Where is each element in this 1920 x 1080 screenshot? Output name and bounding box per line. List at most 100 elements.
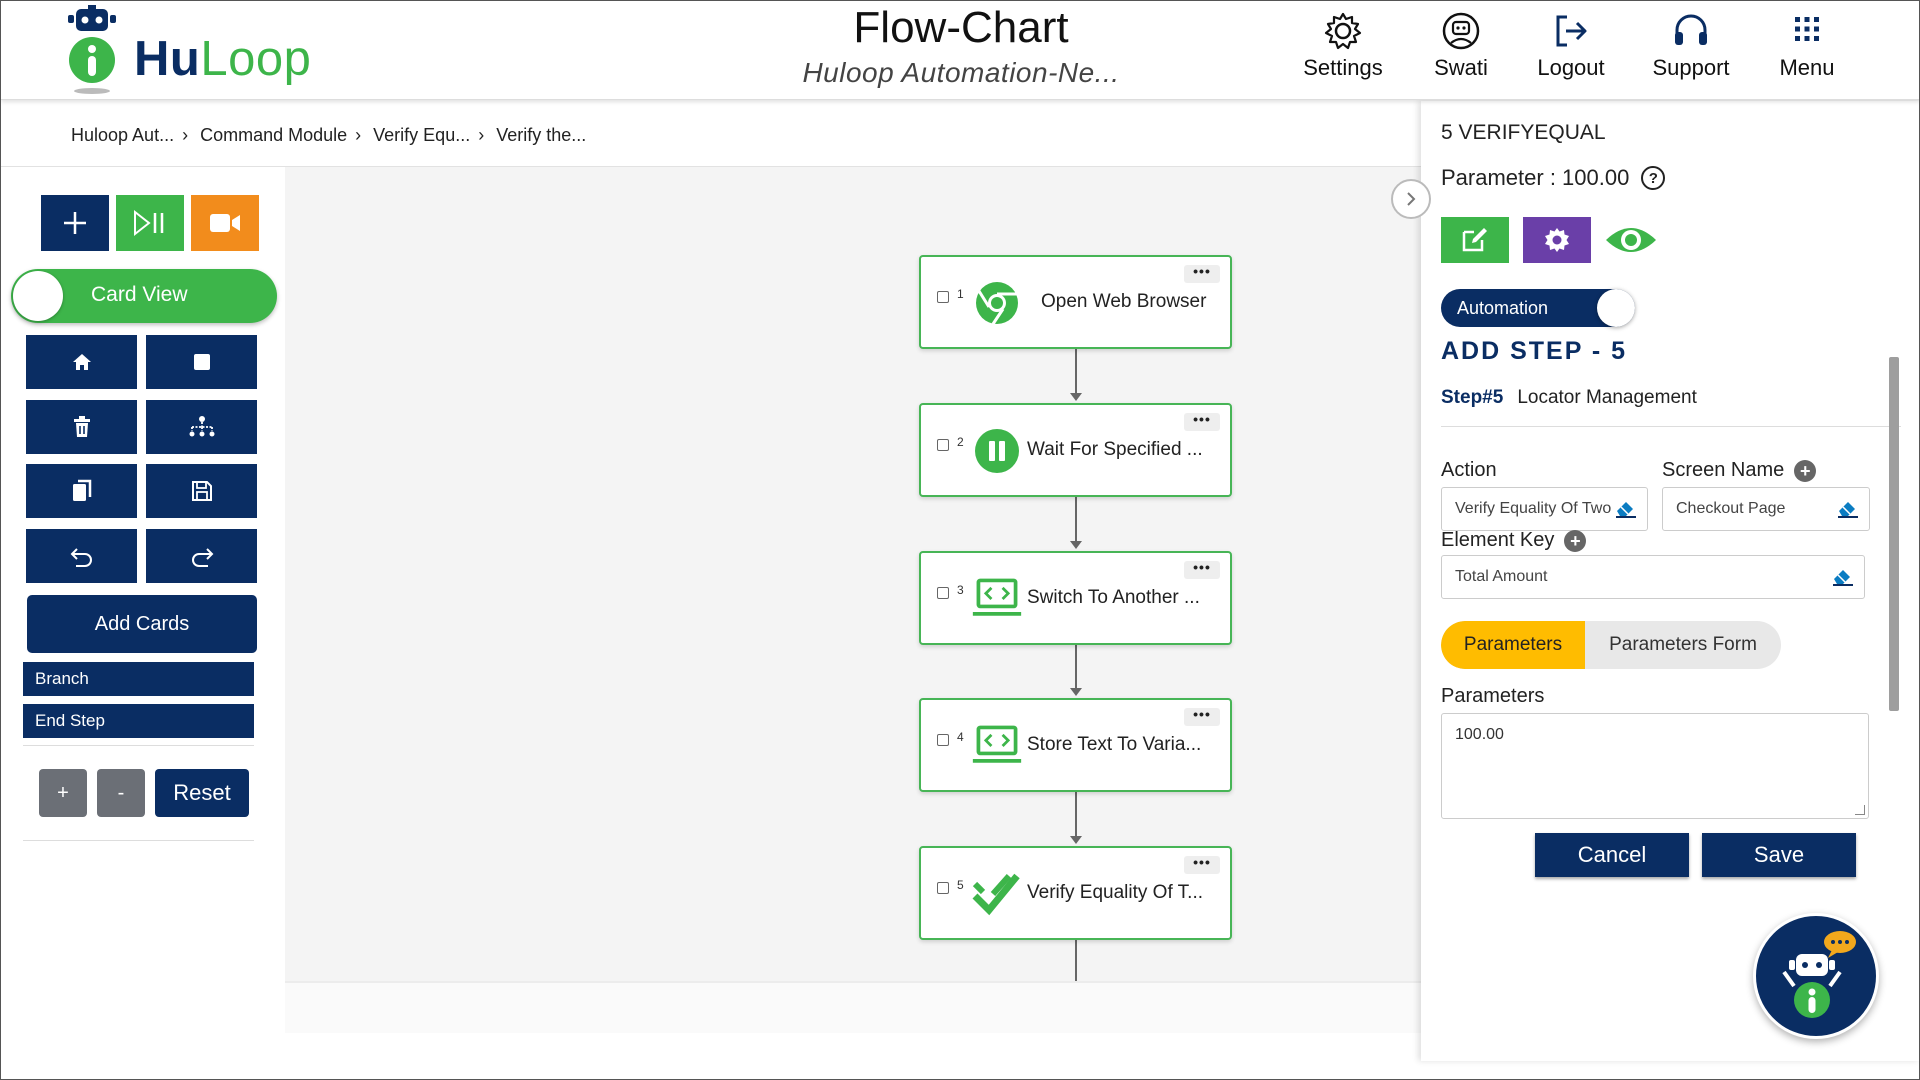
settings-button[interactable] xyxy=(1523,217,1591,263)
action-field[interactable]: Verify Equality Of Two xyxy=(1441,487,1648,531)
page-title: Flow-Chart xyxy=(853,3,1069,52)
step-label: Store Text To Varia... xyxy=(1027,734,1202,755)
breadcrumb-item[interactable]: Verify Equ... xyxy=(373,125,471,145)
home-icon xyxy=(72,354,91,370)
cancel-button[interactable]: Cancel xyxy=(1535,833,1689,877)
nav-menu[interactable]: Menu xyxy=(1757,9,1857,91)
toggle-knob xyxy=(1597,289,1635,327)
step-card-2[interactable]: 2 Wait For Specified ... ••• xyxy=(919,403,1232,497)
zoom-in-button[interactable]: + xyxy=(39,769,87,817)
card-view-label: Card View xyxy=(91,283,188,306)
step-checkbox[interactable] xyxy=(937,882,949,894)
undo-icon xyxy=(70,548,92,567)
automation-toggle[interactable]: Automation xyxy=(1441,289,1635,327)
nav-support[interactable]: Support xyxy=(1641,9,1741,91)
breadcrumb-item[interactable]: Huloop Aut... xyxy=(71,125,175,145)
stop-button[interactable] xyxy=(146,335,257,389)
tab-parameters[interactable]: Parameters xyxy=(1441,621,1585,669)
parameters-label: Parameters xyxy=(1441,685,1545,707)
step-options-button[interactable]: ••• xyxy=(1184,855,1220,874)
nav-settings[interactable]: Settings xyxy=(1293,9,1393,91)
divider xyxy=(1,166,1421,167)
flow-canvas[interactable] xyxy=(285,167,1421,981)
huloop-logo[interactable]: HuLoop xyxy=(56,5,316,97)
run-pause-button[interactable] xyxy=(116,195,184,251)
step-card-4[interactable]: 4 Store Text To Varia... ••• xyxy=(919,698,1232,792)
step-checkbox[interactable] xyxy=(937,439,949,451)
end-step-button[interactable]: End Step xyxy=(23,704,254,738)
parameters-textarea[interactable]: 100.00 xyxy=(1441,713,1869,819)
connector-line xyxy=(1075,349,1077,395)
panel-scrollbar[interactable] xyxy=(1889,357,1899,711)
connector-arrow xyxy=(1070,836,1082,844)
edit-button[interactable] xyxy=(1441,217,1509,263)
zoom-out-button[interactable]: - xyxy=(97,769,145,817)
step-number: 5 xyxy=(957,878,964,892)
nav-logout[interactable]: Logout xyxy=(1521,9,1621,91)
eraser-icon[interactable] xyxy=(1615,498,1637,518)
step-options-button[interactable]: ••• xyxy=(1184,560,1220,579)
help-icon[interactable]: ? xyxy=(1641,166,1666,190)
eye-icon xyxy=(1606,228,1656,252)
add-element-icon[interactable]: + xyxy=(1564,529,1587,552)
nav-logout-label: Logout xyxy=(1537,55,1605,80)
redo-button[interactable] xyxy=(146,529,257,583)
chrome-icon xyxy=(971,277,1023,329)
step-number: 3 xyxy=(957,583,964,597)
step-options-button[interactable]: ••• xyxy=(1184,264,1220,283)
auto-arrange-button[interactable] xyxy=(146,400,257,454)
play-pause-icon xyxy=(134,209,164,237)
parameter-label: Parameter : 100.00 xyxy=(1441,165,1630,190)
chevron-right-icon: › xyxy=(478,125,485,145)
step-checkbox[interactable] xyxy=(937,587,949,599)
tab-parameters-form[interactable]: Parameters Form xyxy=(1609,634,1757,655)
save-flow-button[interactable] xyxy=(146,464,257,518)
connector-line xyxy=(1075,497,1077,543)
breadcrumb-item[interactable]: Command Module xyxy=(200,125,348,145)
collapse-panel-button[interactable] xyxy=(1391,179,1431,219)
element-key-field[interactable]: Total Amount xyxy=(1441,555,1865,599)
branch-button[interactable]: Branch xyxy=(23,662,254,696)
step-checkbox[interactable] xyxy=(937,734,949,746)
copy-button[interactable] xyxy=(26,464,137,518)
record-button[interactable] xyxy=(191,195,259,251)
reset-button[interactable]: Reset xyxy=(155,769,249,817)
double-check-icon xyxy=(971,868,1023,920)
breadcrumb-item[interactable]: Verify the... xyxy=(496,125,587,145)
chevron-right-icon: › xyxy=(182,125,189,145)
step-options-button[interactable]: ••• xyxy=(1184,412,1220,431)
delete-button[interactable] xyxy=(26,400,137,454)
eraser-icon[interactable] xyxy=(1832,566,1854,586)
screen-name-field[interactable]: Checkout Page xyxy=(1662,487,1870,531)
home-button[interactable] xyxy=(26,335,137,389)
add-screen-icon[interactable]: + xyxy=(1794,459,1817,482)
step-options-button[interactable]: ••• xyxy=(1184,707,1220,726)
nav-user[interactable]: Swati xyxy=(1411,9,1511,91)
step-checkbox[interactable] xyxy=(937,291,949,303)
action-label: Action xyxy=(1441,459,1497,481)
user-robot-icon xyxy=(1411,9,1511,55)
step-card-1[interactable]: 1 Open Web Browser ••• xyxy=(919,255,1232,349)
save-button[interactable]: Save xyxy=(1702,833,1856,877)
resize-handle[interactable] xyxy=(1855,805,1865,815)
step-card-3[interactable]: 3 Switch To Another ... ••• xyxy=(919,551,1232,645)
add-step-button[interactable] xyxy=(41,195,109,251)
connector-line xyxy=(1075,939,1077,981)
laptop-code-icon xyxy=(971,720,1023,772)
undo-button[interactable] xyxy=(26,529,137,583)
step-card-5[interactable]: 5 Verify Equality Of T... ••• xyxy=(919,846,1232,940)
preview-button[interactable] xyxy=(1603,217,1659,263)
step-name: Locator Management xyxy=(1517,387,1697,408)
nav-user-label: Swati xyxy=(1434,55,1488,80)
card-view-toggle[interactable]: Card View xyxy=(11,269,277,323)
floppy-disk-icon xyxy=(191,481,212,501)
add-cards-button[interactable]: Add Cards xyxy=(27,595,257,653)
connector-arrow xyxy=(1070,541,1082,549)
eraser-icon[interactable] xyxy=(1837,498,1859,518)
network-icon xyxy=(189,416,214,437)
parameter-summary: Parameter : 100.00 ? xyxy=(1441,165,1666,191)
chevron-right-icon: › xyxy=(355,125,362,145)
video-camera-icon xyxy=(210,214,240,232)
chatbot-button[interactable] xyxy=(1753,913,1879,1039)
grid-menu-icon xyxy=(1757,9,1857,55)
